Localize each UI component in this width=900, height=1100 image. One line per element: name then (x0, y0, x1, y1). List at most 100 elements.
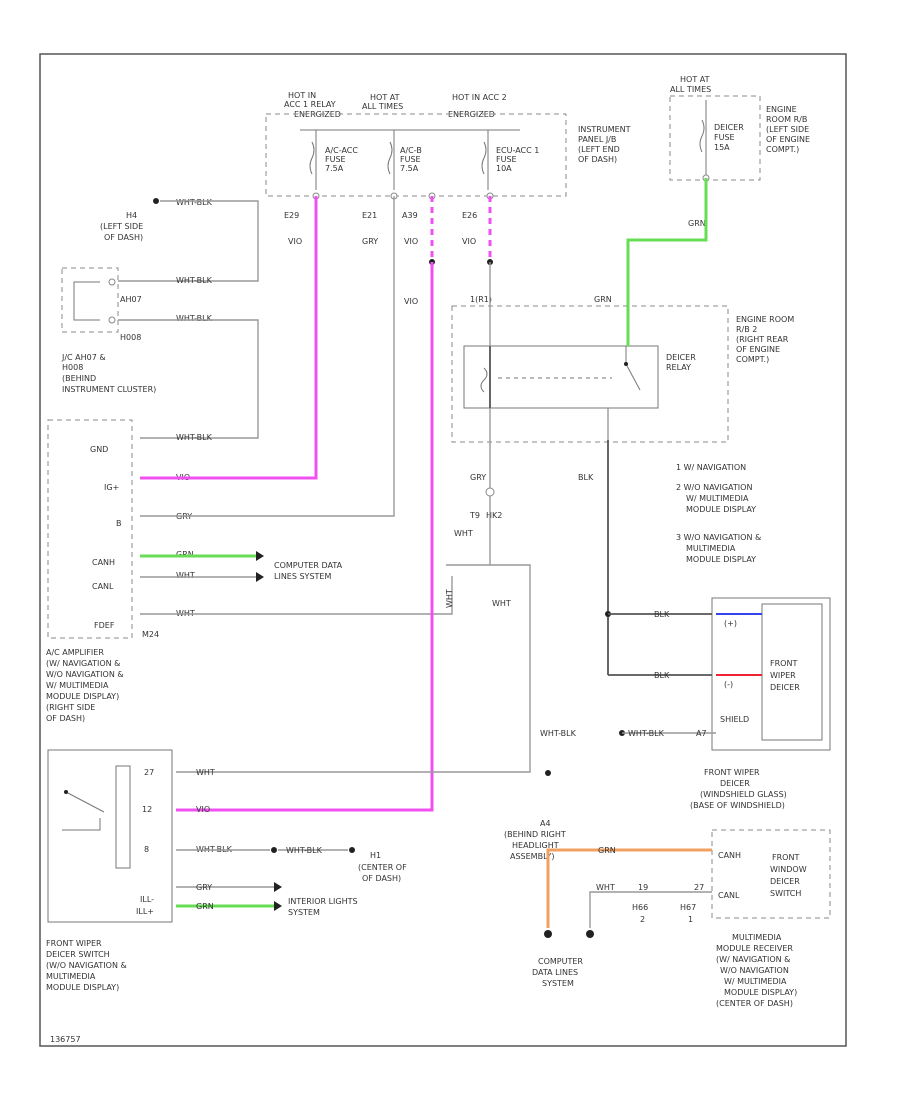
relay-conn: HK2 (486, 511, 502, 520)
note-3a: 3 W/O NAVIGATION & (676, 533, 761, 542)
amp-wire-canl: WHT (176, 571, 195, 580)
panel-label-1: INSTRUMENT (578, 125, 631, 134)
amp-ig: IG+ (104, 483, 119, 492)
amp-l6: (RIGHT SIDE (46, 703, 95, 712)
instrument-panel-junction-block: HOT IN ACC 1 RELAY HOT AT ALL TIMES HOT … (265, 91, 631, 306)
fuse-acc-amp: 7.5A (325, 164, 344, 173)
switch-pin-b: 12 (142, 805, 152, 814)
deicer-ground-a7: A7 (696, 729, 707, 738)
notes: 1 W/ NAVIGATION 2 W/O NAVIGATION W/ MULT… (676, 463, 761, 564)
switch-gnd-id: H1 (370, 851, 381, 860)
deicer-wire-whtblk: WHT-BLK (540, 729, 577, 738)
hot-label-1: HOT IN (288, 91, 316, 100)
fuse-acc-name: A/C-ACC (325, 146, 358, 155)
multimedia-module-receiver: GRN CANH CANL FRONT WINDOW DEICER SWITCH… (532, 829, 831, 1008)
deicer-shield: SHIELD (720, 715, 749, 724)
deicer-relay: 1(R1) DEICER RELAY ENGINE ROOM R/B 2 (RI… (445, 295, 794, 608)
switch-gnd1: (CENTER OF (358, 863, 407, 872)
switch-light2: SYSTEM (288, 908, 320, 917)
wire-vio-2: VIO (404, 237, 418, 246)
receiver-wire-grn: GRN (598, 846, 616, 855)
switch-wire-wht: WHT (196, 768, 215, 777)
receiver-c1: H66 (632, 903, 648, 912)
headlight-ground-a4: A4 (BEHIND RIGHT HEADLIGHT ASSEMBLY) (504, 770, 566, 861)
switch-wire-ill2: GRN (196, 902, 214, 911)
switch-gnd-wire: WHT-BLK (286, 846, 323, 855)
receiver-l5: W/ MULTIMEDIA (724, 977, 787, 986)
diagram-frame (39, 53, 847, 1047)
receiver-name2: WINDOW (770, 865, 807, 874)
deicer-loc2: DEICER (720, 779, 750, 788)
receiver-cdl3: SYSTEM (542, 979, 574, 988)
headlight-l3: ASSEMBLY) (510, 852, 554, 861)
ground-h4-loc1: (LEFT SIDE (100, 222, 143, 231)
wire-vio-1: VIO (288, 237, 302, 246)
hot-label-2: HOT AT (370, 93, 400, 102)
switch-gnd2: OF DASH) (362, 874, 401, 883)
front-wiper-deicer-switch: 27 12 8 WHT VIO WHT-BLK WHT-BLK H1 (CENT… (46, 749, 407, 992)
deicer-wire-grn: GRN (688, 219, 706, 228)
relay-name: DEICER (666, 353, 696, 362)
receiver-canh: CANH (718, 851, 741, 860)
deicer-loc3: (LEFT SIDE (766, 125, 809, 134)
relay-loc5: COMPT.) (736, 355, 769, 364)
switch-ill2: ILL+ (136, 907, 154, 916)
deicer-name1: FRONT (770, 659, 797, 668)
amp-can-label1: COMPUTER DATA (274, 561, 343, 570)
relay-c1: 1(R1) (470, 295, 492, 304)
amp-canh: CANH (92, 558, 115, 567)
amp-l5: MODULE DISPLAY) (46, 692, 119, 701)
amp-can-label2: LINES SYSTEM (274, 572, 331, 581)
switch-l3: (W/O NAVIGATION & (46, 961, 127, 970)
receiver-c1n: 2 (640, 915, 645, 924)
note-2c: MODULE DISPLAY (686, 505, 756, 514)
ground-h4: WHT-BLK H4 (LEFT SIDE OF DASH) (100, 198, 259, 282)
wire-vio-mid: VIO (404, 297, 418, 306)
cluster-l4: INSTRUMENT CLUSTER) (62, 385, 156, 394)
pin-a39: A39 (402, 211, 418, 220)
receiver-l1: MULTIMEDIA (732, 933, 782, 942)
switch-l2: DEICER SWITCH (46, 950, 110, 959)
switch-wire-ill1: GRY (196, 883, 212, 892)
fuse-ecu-name: ECU-ACC 1 (496, 146, 539, 155)
receiver-cdl2: DATA LINES (532, 968, 578, 977)
switch-pin-a: 27 (144, 768, 154, 777)
receiver-cdl1: COMPUTER (538, 957, 583, 966)
relay-loc3: (RIGHT REAR (736, 335, 789, 344)
energized-label-2: ENERGIZED (448, 110, 495, 119)
fuse-acb-fuse: FUSE (400, 155, 421, 164)
deicer-fuse-name: DEICER (714, 123, 744, 132)
headlight-l2: HEADLIGHT (512, 841, 559, 850)
amp-wire-gnd: WHT-BLK (176, 433, 213, 442)
amp-fdef: FDEF (94, 621, 115, 630)
amp-canl: CANL (92, 582, 114, 591)
receiver-canl: CANL (718, 891, 740, 900)
headlight-id: A4 (540, 819, 551, 828)
deicer-fuse-block: HOT AT ALL TIMES DEICER FUSE 15A ENGINE … (594, 75, 810, 304)
deicer-wire-whtblk2: WHT-BLK (628, 729, 665, 738)
note-2a: 2 W/O NAVIGATION (676, 483, 752, 492)
hot-label-3: HOT IN ACC 2 (452, 93, 507, 102)
deicer-name2: WIPER (770, 671, 796, 680)
cluster-l1: J/C AH07 & (61, 353, 106, 362)
ground-h4-wire: WHT-BLK (176, 198, 213, 207)
relay-loc4: OF ENGINE (736, 345, 780, 354)
wire-vio-3: VIO (462, 237, 476, 246)
receiver-c2n: 1 (688, 915, 693, 924)
cluster-pin1: AH07 (120, 295, 142, 304)
deicer-loc2: ROOM R/B (766, 115, 807, 124)
amp-l3: W/O NAVIGATION & (46, 670, 124, 679)
deicer-loc3: (WINDSHIELD GLASS) (700, 790, 787, 799)
amp-l4: W/ MULTIMEDIA (46, 681, 109, 690)
switch-wire-vio: VIO (196, 805, 210, 814)
deicer-loc1: ENGINE (766, 105, 797, 114)
deicer-fuse-fuse: FUSE (714, 133, 735, 142)
headlight-l1: (BEHIND RIGHT (504, 830, 566, 839)
deicer-wire1: BLK (654, 610, 670, 619)
pin-e29: E29 (284, 211, 299, 220)
switch-light1: INTERIOR LIGHTS (288, 897, 358, 906)
relay-t9: T9 (469, 511, 480, 520)
receiver-l4: W/O NAVIGATION (720, 966, 789, 975)
fuse-ecu-amp: 10A (496, 164, 512, 173)
hot-label-2b: ALL TIMES (362, 102, 403, 111)
